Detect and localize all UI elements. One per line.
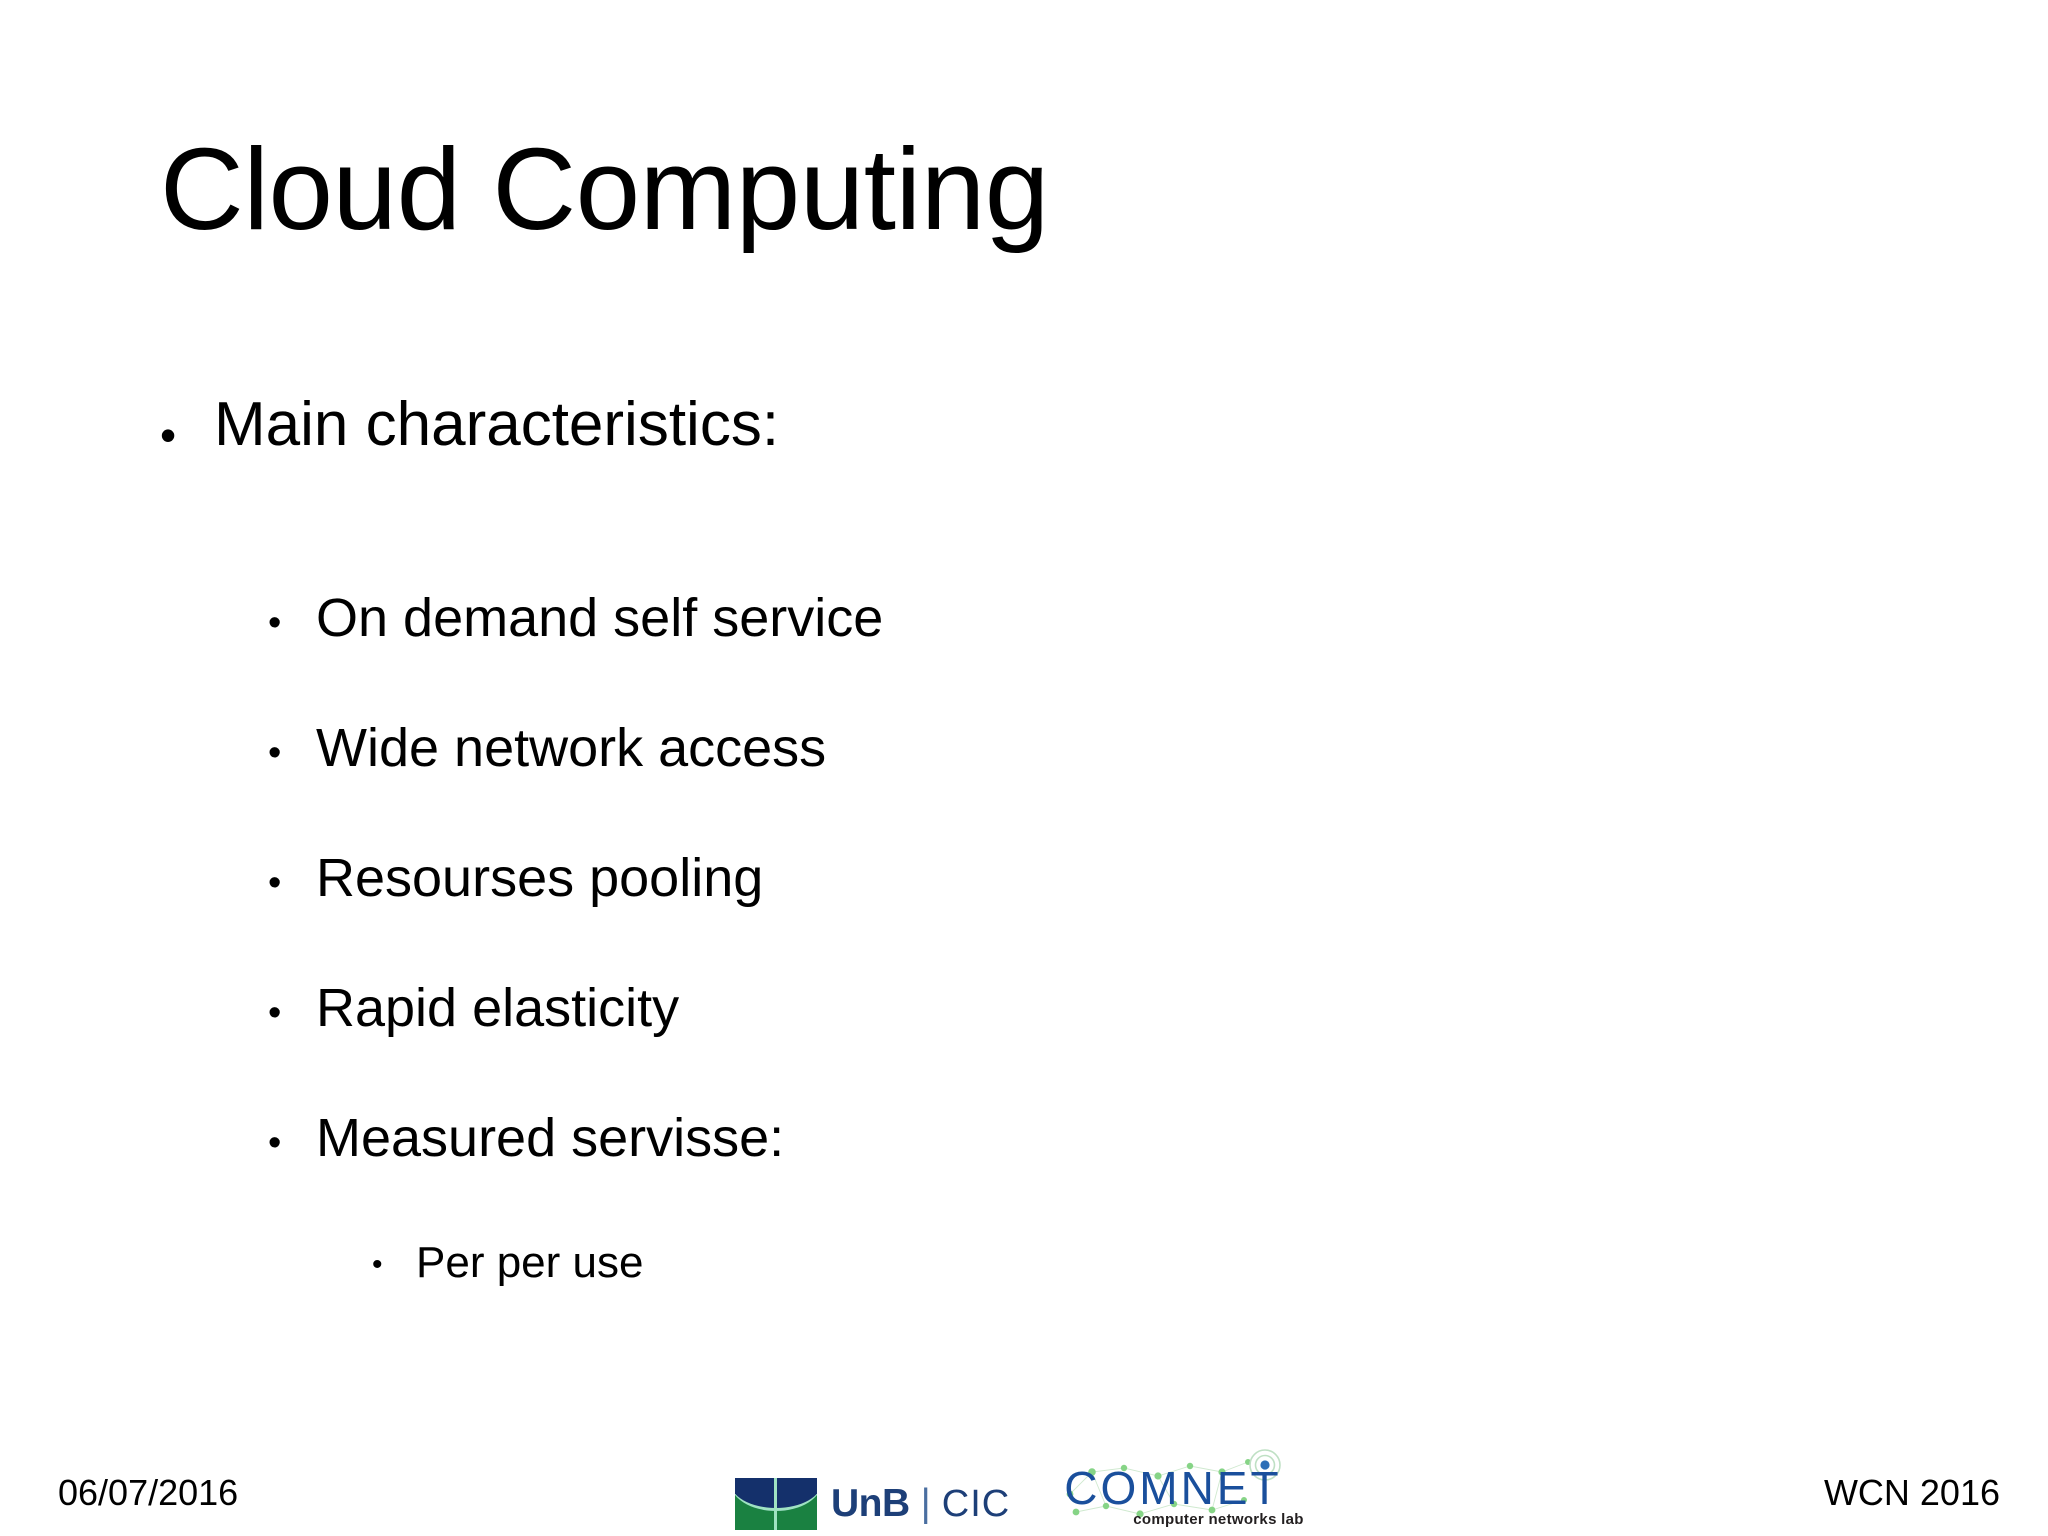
slide-footer: 06/07/2016 UnB | CIC	[0, 1426, 2048, 1536]
list-item: • Per per use	[372, 1238, 2048, 1338]
comnet-logo: COMNET computer networks lab	[1062, 1448, 1303, 1530]
bullet-label: Rapid elasticity	[316, 978, 680, 1038]
bullet-icon: •	[160, 409, 177, 461]
unb-wordmark: UnB	[831, 1482, 910, 1525]
bullet-icon: •	[372, 1248, 383, 1281]
bullet-label: Per per use	[416, 1238, 644, 1287]
unb-separator: |	[920, 1482, 931, 1525]
footer-logos: UnB | CIC	[735, 1448, 1303, 1530]
bullet-label: Measured servisse:	[316, 1108, 785, 1168]
sublist-level-3: • Per per use	[0, 1238, 2048, 1338]
bullet-label: Main characteristics:	[214, 390, 780, 459]
unb-emblem-icon	[735, 1478, 817, 1530]
list-item: • Measured servisse:	[268, 1108, 2048, 1238]
sublist-level-2: • On demand self service • Wide network …	[0, 588, 2048, 1238]
list-item: • Wide network access	[268, 718, 2048, 848]
bullet-label: Resourses pooling	[316, 848, 764, 908]
page-title: Cloud Computing	[160, 124, 1049, 254]
slide-body: • Main characteristics: • On demand self…	[0, 390, 2048, 1338]
cic-wordmark: CIC	[941, 1482, 1011, 1525]
bullet-label: On demand self service	[316, 588, 884, 648]
list-item: • Resourses pooling	[268, 848, 2048, 978]
bullet-icon: •	[268, 1122, 282, 1164]
list-item: • Rapid elasticity	[268, 978, 2048, 1108]
list-item: • Main characteristics:	[160, 390, 2048, 500]
footer-date: 06/07/2016	[58, 1472, 239, 1513]
unb-cic-logo: UnB | CIC	[735, 1478, 1010, 1530]
bullet-label: Wide network access	[316, 718, 827, 778]
footer-event-label: WCN 2016	[1823, 1472, 2000, 1513]
comnet-tagline: computer networks lab	[1133, 1511, 1304, 1528]
bullet-icon: •	[268, 732, 282, 774]
list-item: • On demand self service	[268, 588, 2048, 718]
bullet-icon: •	[268, 862, 282, 904]
bullet-icon: •	[268, 992, 282, 1034]
comnet-wordmark: COMNET	[1064, 1462, 1282, 1514]
bullet-icon: •	[268, 602, 282, 644]
